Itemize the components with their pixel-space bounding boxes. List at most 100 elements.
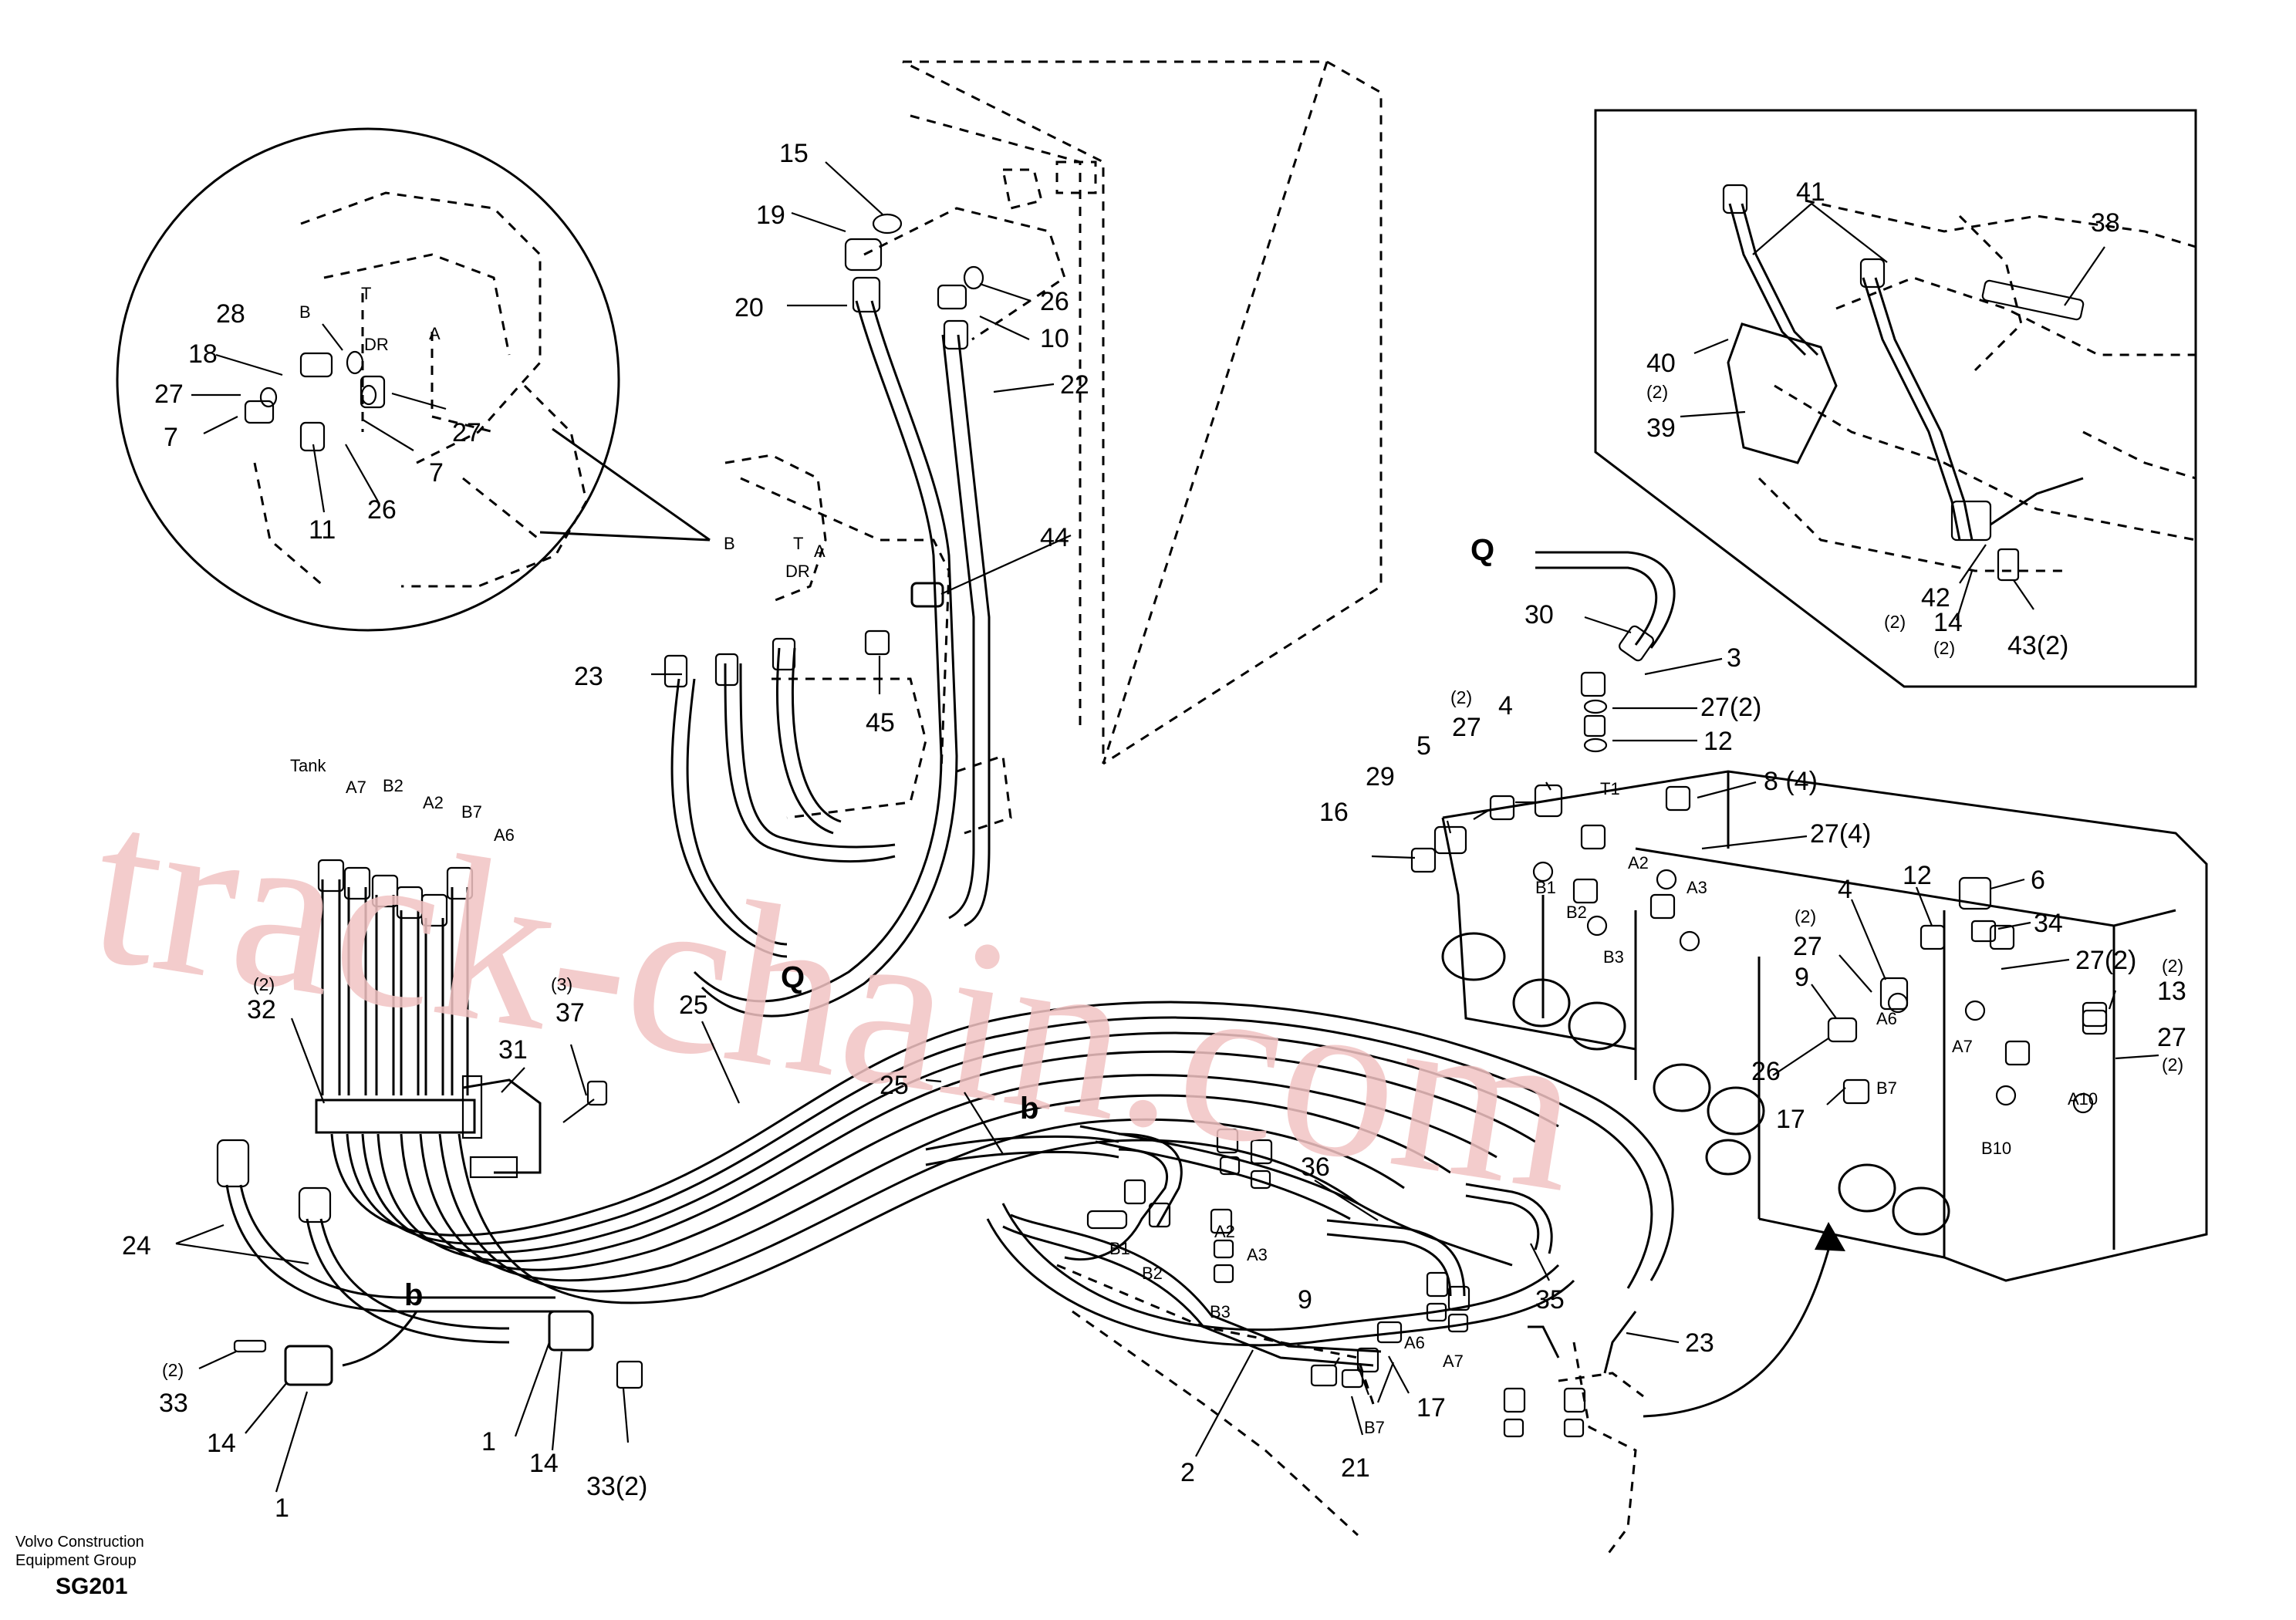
callout: 24 bbox=[122, 1231, 151, 1261]
port-label: B1 bbox=[1535, 878, 1556, 897]
callout: 17 bbox=[1416, 1393, 1446, 1423]
callout: 23 bbox=[1685, 1328, 1714, 1358]
port-label: B2 bbox=[1142, 1264, 1163, 1283]
callout: 35 bbox=[1535, 1285, 1565, 1315]
callout: 14 bbox=[207, 1429, 236, 1458]
callout: 26 bbox=[1040, 287, 1069, 316]
callout: 39 bbox=[1646, 413, 1676, 443]
callout: 33 bbox=[159, 1389, 188, 1418]
watermark: track-chain.com bbox=[77, 753, 1596, 1240]
inset-detail-view bbox=[1594, 109, 2197, 688]
callout-qty: (3) bbox=[551, 974, 572, 994]
flow-marker-b: b bbox=[404, 1278, 423, 1312]
callout: 27 bbox=[452, 418, 481, 447]
callout: 26 bbox=[1751, 1057, 1781, 1086]
callout: 34 bbox=[2034, 909, 2063, 938]
callout: 15 bbox=[779, 139, 809, 168]
callout: 3 bbox=[1727, 643, 1741, 673]
hose-bundle bbox=[216, 859, 1674, 1389]
callout: 31 bbox=[498, 1035, 528, 1065]
port-label: B10 bbox=[1981, 1139, 2011, 1158]
callout: 27 bbox=[154, 380, 184, 409]
callout-qty: (2) bbox=[253, 974, 275, 994]
callout: 2 bbox=[1180, 1458, 1195, 1487]
callout: 14 bbox=[1933, 608, 1963, 637]
port-label: A bbox=[814, 542, 826, 561]
callout-labels: 15 19 20 26 10 22 44 23 45 28 18 27 7 27… bbox=[122, 139, 2186, 1523]
port-label: A6 bbox=[1876, 1009, 1897, 1028]
callout-qty: (2) bbox=[1450, 687, 1472, 707]
port-label: A3 bbox=[1247, 1245, 1268, 1264]
port-label: B3 bbox=[1210, 1302, 1231, 1321]
callout: 37 bbox=[555, 998, 585, 1028]
callout: 7 bbox=[164, 423, 178, 452]
callout: 8 (4) bbox=[1764, 767, 1818, 796]
callout-qty: (2) bbox=[1884, 612, 1906, 632]
port-label: B7 bbox=[1876, 1078, 1897, 1098]
leader-lines bbox=[175, 161, 2159, 1493]
callout: 14 bbox=[529, 1449, 559, 1478]
callout: 18 bbox=[188, 339, 218, 369]
port-label: Tank bbox=[290, 756, 326, 775]
flow-marker-q: Q bbox=[1470, 533, 1494, 567]
callout-qty: (2) bbox=[1795, 906, 1816, 926]
callout-qty: (2) bbox=[2162, 1055, 2183, 1075]
publisher-name: Equipment Group bbox=[15, 1552, 137, 1569]
callout: 26 bbox=[367, 495, 397, 525]
callout: 4 bbox=[1838, 875, 1852, 904]
port-labels: Tank A7 B2 A2 B7 A6 B T DR A B1 B2 A2 A3… bbox=[290, 284, 2098, 1437]
callout: 42 bbox=[1921, 583, 1950, 613]
port-label: DR bbox=[364, 335, 389, 354]
callout: 44 bbox=[1040, 523, 1069, 552]
port-label: B2 bbox=[383, 776, 403, 795]
callout: 7 bbox=[429, 458, 444, 488]
callout: 27 bbox=[1793, 932, 1822, 961]
callout-qty: (2) bbox=[2162, 956, 2183, 976]
callout: 27(2) bbox=[1700, 693, 1761, 722]
sheet-code: SG201 bbox=[56, 1574, 128, 1599]
callout: 40 bbox=[1646, 349, 1676, 378]
callout: 30 bbox=[1524, 600, 1554, 629]
port-label: DR bbox=[785, 562, 810, 581]
port-label: A2 bbox=[1628, 853, 1649, 872]
port-label: T bbox=[793, 534, 803, 553]
lower-fittings bbox=[1002, 1128, 1637, 1438]
callout: 11 bbox=[309, 515, 336, 545]
detail-circle-view bbox=[116, 127, 711, 632]
port-label: A10 bbox=[2068, 1089, 2098, 1109]
callout: 25 bbox=[679, 991, 708, 1020]
port-label: B7 bbox=[1364, 1418, 1385, 1437]
port-label: B7 bbox=[461, 802, 482, 822]
callout: 10 bbox=[1040, 324, 1069, 353]
port-label: T1 bbox=[1600, 779, 1620, 798]
callout: 33(2) bbox=[586, 1472, 647, 1501]
callout-qty: (2) bbox=[162, 1360, 184, 1380]
callout: 27 bbox=[2157, 1023, 2186, 1052]
callout: 1 bbox=[275, 1493, 289, 1523]
callout: 4 bbox=[1498, 691, 1513, 721]
control-valve-block bbox=[1410, 551, 2208, 1418]
flow-marker-b: b bbox=[1020, 1092, 1038, 1126]
callout: 9 bbox=[1298, 1285, 1312, 1315]
port-label: T bbox=[361, 284, 371, 303]
callout: 41 bbox=[1796, 177, 1825, 207]
callout: 32 bbox=[247, 995, 276, 1024]
callout: 13 bbox=[2157, 977, 2186, 1006]
callout: 12 bbox=[1703, 727, 1733, 756]
port-label: A2 bbox=[1214, 1222, 1235, 1241]
callout: 43(2) bbox=[2007, 631, 2068, 660]
callout: 27(2) bbox=[2075, 946, 2136, 975]
port-label: B2 bbox=[1566, 903, 1587, 922]
callout: 1 bbox=[481, 1427, 496, 1456]
port-label: A7 bbox=[1443, 1352, 1464, 1371]
callout: 5 bbox=[1416, 731, 1431, 761]
callout: 12 bbox=[1903, 861, 1932, 890]
port-label: A3 bbox=[1687, 878, 1707, 897]
port-label: B bbox=[299, 302, 311, 322]
callout: 21 bbox=[1341, 1453, 1370, 1483]
port-label: A bbox=[429, 324, 441, 343]
machine-body-outline bbox=[724, 60, 1644, 1559]
callout: 22 bbox=[1060, 370, 1089, 400]
callout-qty: (2) bbox=[1646, 382, 1668, 402]
